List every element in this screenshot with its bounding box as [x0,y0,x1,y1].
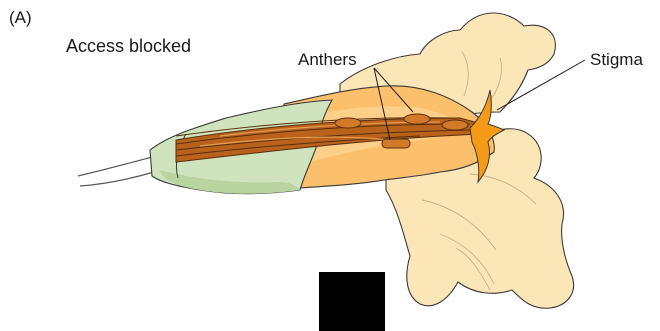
caption: Access blocked [66,37,191,55]
anther [404,114,430,124]
panel-label: (A) [9,9,32,26]
anther [382,139,410,148]
anther [335,118,361,128]
anthers-label: Anthers [298,51,357,68]
anther [442,120,468,130]
stigma-label: Stigma [590,51,643,68]
redaction-box [319,272,385,331]
pedicel [78,157,154,186]
